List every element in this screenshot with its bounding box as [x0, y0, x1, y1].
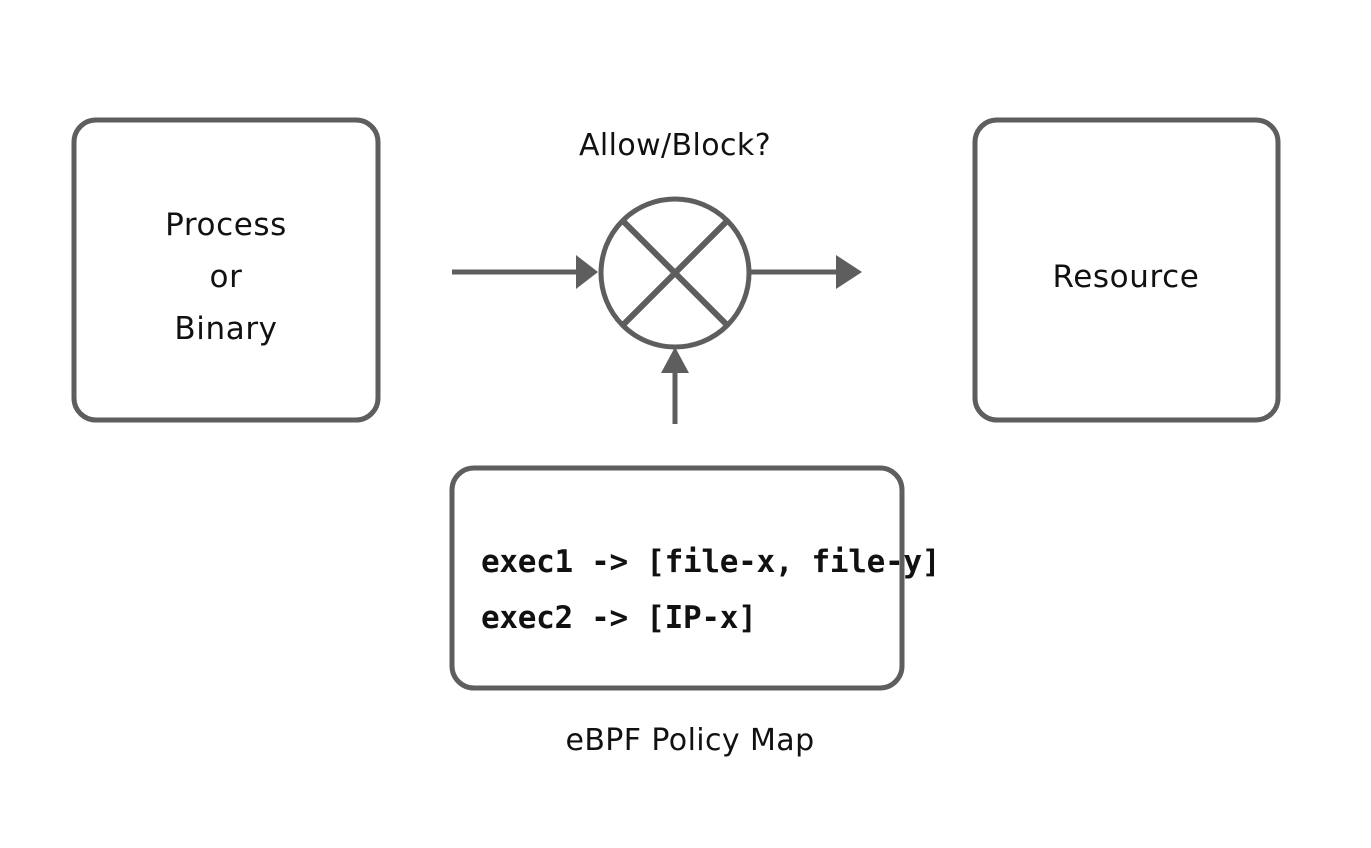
resource-box-shape [972, 117, 1281, 423]
process-box-label-line3: Binary [174, 311, 277, 347]
edge-process-to-gate-arrowhead [576, 255, 598, 289]
gate-cross-icon-stroke-b [620, 218, 730, 328]
edge-policy-map-to-gate [661, 347, 689, 424]
policy-map-entry-2: exec2 -> [IP-x] [481, 600, 756, 636]
node-resource[interactable]: Resource [972, 117, 1281, 423]
policy-map-caption: eBPF Policy Map [565, 723, 814, 758]
resource-box-label: Resource [1053, 259, 1200, 295]
edge-gate-to-resource [750, 255, 862, 289]
node-policy-gate[interactable]: Allow/Block? [579, 128, 771, 350]
node-ebpf-policy-map[interactable]: exec1 -> [file-x, file-y] exec2 -> [IP-x… [449, 465, 940, 758]
policy-map-entry-1: exec1 -> [file-x, file-y] [481, 544, 940, 580]
node-process-or-binary[interactable]: Process or Binary [71, 117, 381, 423]
process-box-label-line2: or [210, 259, 243, 295]
gate-label-allow-block: Allow/Block? [579, 128, 771, 163]
policy-map-box-shape [449, 465, 905, 691]
edge-gate-to-resource-arrowhead [836, 255, 862, 289]
edge-process-to-gate [452, 255, 598, 289]
process-box-label-line1: Process [165, 207, 287, 243]
edge-policy-map-to-gate-arrowhead [661, 347, 689, 373]
process-box-shape [71, 117, 381, 423]
